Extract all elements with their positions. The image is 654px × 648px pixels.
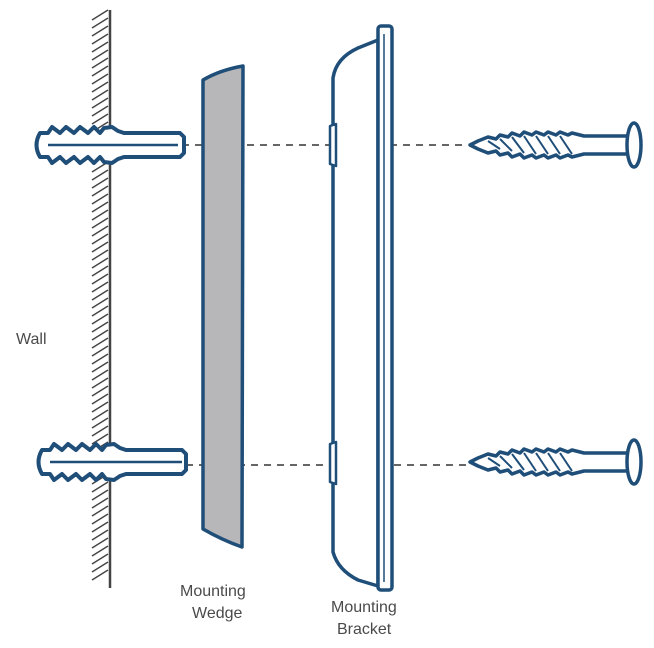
hatch-stroke — [91, 353, 109, 365]
hatch-stroke — [91, 369, 109, 381]
mounting-bracket — [328, 24, 394, 592]
hatch-stroke — [91, 417, 109, 429]
hatch-stroke — [91, 201, 109, 213]
hatch-stroke — [91, 377, 109, 389]
hatch-stroke — [91, 41, 109, 53]
bracket-label-line-1: Mounting — [331, 599, 397, 616]
hatch-stroke — [91, 225, 109, 237]
wall-hatching — [91, 9, 109, 581]
wall-label: Wall — [16, 329, 47, 351]
hatch-stroke — [91, 185, 109, 197]
hatch-stroke — [91, 361, 109, 373]
hatch-stroke — [91, 529, 109, 541]
screw-bottom — [468, 438, 643, 486]
hatch-stroke — [91, 249, 109, 261]
hatch-stroke — [91, 193, 109, 205]
hatch-stroke — [91, 233, 109, 245]
hatch-stroke — [91, 489, 109, 501]
hatch-stroke — [91, 81, 109, 93]
hatch-stroke — [91, 17, 109, 29]
hatch-stroke — [91, 329, 109, 341]
hatch-stroke — [91, 97, 109, 109]
hatch-stroke — [91, 33, 109, 45]
hatch-stroke — [91, 297, 109, 309]
mounting-wedge — [201, 64, 245, 549]
hatch-stroke — [91, 305, 109, 317]
hatch-stroke — [91, 169, 109, 181]
wall — [91, 9, 112, 588]
hatch-stroke — [91, 89, 109, 101]
hatch-stroke — [91, 113, 109, 125]
hatch-stroke — [91, 337, 109, 349]
hatch-stroke — [91, 497, 109, 509]
hatch-stroke — [91, 505, 109, 517]
hatch-stroke — [91, 521, 109, 533]
hatch-stroke — [91, 513, 109, 525]
wall-label-text: Wall — [16, 331, 47, 348]
hatch-stroke — [91, 9, 109, 21]
wedge-label-line-2: Wedge — [192, 605, 243, 622]
hatch-stroke — [91, 401, 109, 413]
wedge-label: Mounting Wedge — [180, 581, 246, 625]
hatch-stroke — [91, 537, 109, 549]
hatch-stroke — [91, 481, 109, 493]
hatch-stroke — [91, 241, 109, 253]
hatch-stroke — [91, 561, 109, 573]
hatch-stroke — [91, 425, 109, 437]
hatch-stroke — [91, 265, 109, 277]
bracket-label-line-2: Bracket — [337, 621, 392, 638]
alignment-lines — [182, 144, 468, 466]
screw-top — [468, 121, 643, 169]
hatch-stroke — [91, 209, 109, 221]
hatch-stroke — [91, 177, 109, 189]
wedge-label-line-1: Mounting — [180, 583, 246, 600]
hatch-stroke — [91, 569, 109, 581]
hatch-stroke — [91, 281, 109, 293]
hatch-stroke — [91, 433, 109, 445]
hatch-stroke — [91, 25, 109, 37]
hatch-stroke — [91, 65, 109, 77]
wall-anchor-top — [34, 125, 186, 165]
hatch-stroke — [91, 409, 109, 421]
hatch-stroke — [91, 289, 109, 301]
hatch-stroke — [91, 313, 109, 325]
bracket-label: Mounting Bracket — [331, 597, 397, 641]
hatch-stroke — [91, 49, 109, 61]
hatch-stroke — [91, 385, 109, 397]
hatch-stroke — [91, 273, 109, 285]
hatch-stroke — [91, 217, 109, 229]
hatch-stroke — [91, 345, 109, 357]
hatch-stroke — [91, 553, 109, 565]
hatch-stroke — [91, 257, 109, 269]
hatch-stroke — [91, 73, 109, 85]
hatch-stroke — [91, 57, 109, 69]
hatch-stroke — [91, 393, 109, 405]
wall-anchor-bottom — [36, 442, 188, 482]
hatch-stroke — [91, 321, 109, 333]
hatch-stroke — [91, 545, 109, 557]
hatch-stroke — [91, 105, 109, 117]
